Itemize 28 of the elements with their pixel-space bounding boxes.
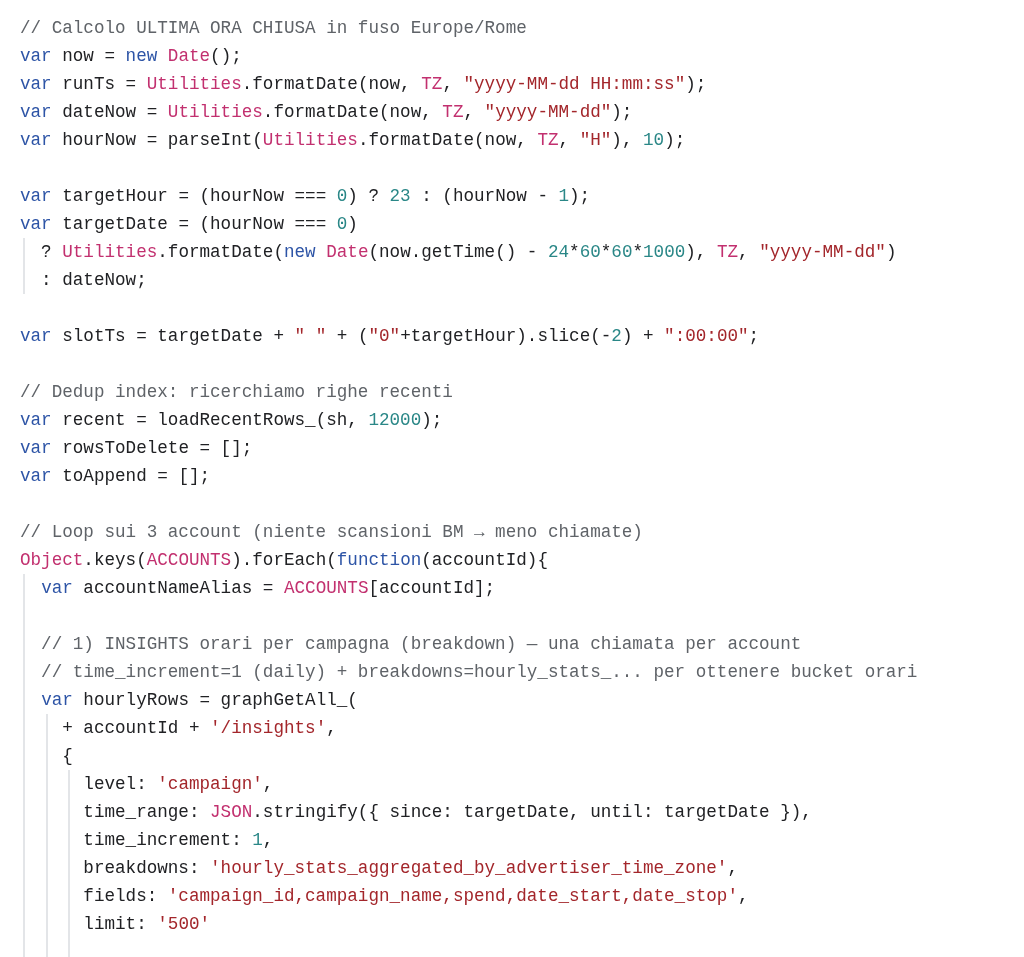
code-line: + accountId + '/insights', [61,717,337,740]
code-comment: // Dedup index: ricerchiamo righe recenti [20,381,453,404]
code-line: time_increment: 1, [82,829,274,852]
code-line: var accountNameAlias = ACCOUNTS[accountId]; [40,577,496,600]
code-line: var slotTs = targetDate + " " + ("0"+targetHour).slice(-2) + ":00:00"; [20,325,760,348]
code-comment: // Calcolo ULTIMA ORA CHIUSA in fuso Europe/Rome [20,17,527,40]
code-line: : dateNow; [40,269,147,292]
code-line: var runTs = Utilities.formatDate(now, TZ, "yyyy-MM-dd HH:mm:ss"); [20,73,707,96]
code-line: var now = new Date(); [20,45,242,68]
code-line: { [61,745,73,768]
code-line: level: 'campaign', [82,773,274,796]
code-line: var hourlyRows = graphGetAll_( [40,689,358,712]
code-line: limit: '500' [82,913,211,936]
code-comment: // Loop sui 3 account (niente scansioni BM → meno chiamate) [20,521,643,544]
code-comment: // 1) INSIGHTS orari per campagna (breakdown) — una chiamata per account [40,633,802,656]
code-line: breakdowns: 'hourly_stats_aggregated_by_advertiser_time_zone', [82,857,738,880]
code-line: var rowsToDelete = []; [20,437,253,460]
code-line: var toAppend = []; [20,465,211,488]
code-line: var hourNow = parseInt(Utilities.formatDate(now, TZ, "H"), 10); [20,129,686,152]
code-line: ? Utilities.formatDate(new Date(now.getTime() - 24*60*60*1000), TZ, "yyyy-MM-dd") [40,241,897,264]
code-line: var recent = loadRecentRows_(sh, 12000); [20,409,443,432]
code-comment: // time_increment=1 (daily) + breakdowns=hourly_stats_... per ottenere bucket orari [40,661,918,684]
code-line: var dateNow = Utilities.formatDate(now, TZ, "yyyy-MM-dd"); [20,101,633,124]
code-line: time_range: JSON.stringify({ since: targetDate, until: targetDate }), [82,801,812,824]
code-line: var targetHour = (hourNow === 0) ? 23 : (hourNow - 1); [20,185,591,208]
code-line: Object.keys(ACCOUNTS).forEach(function(accountId){ [20,549,548,572]
code-line: fields: 'campaign_id,campaign_name,spend,date_start,date_stop', [82,885,749,908]
code-line: var targetDate = (hourNow === 0) [20,213,358,236]
